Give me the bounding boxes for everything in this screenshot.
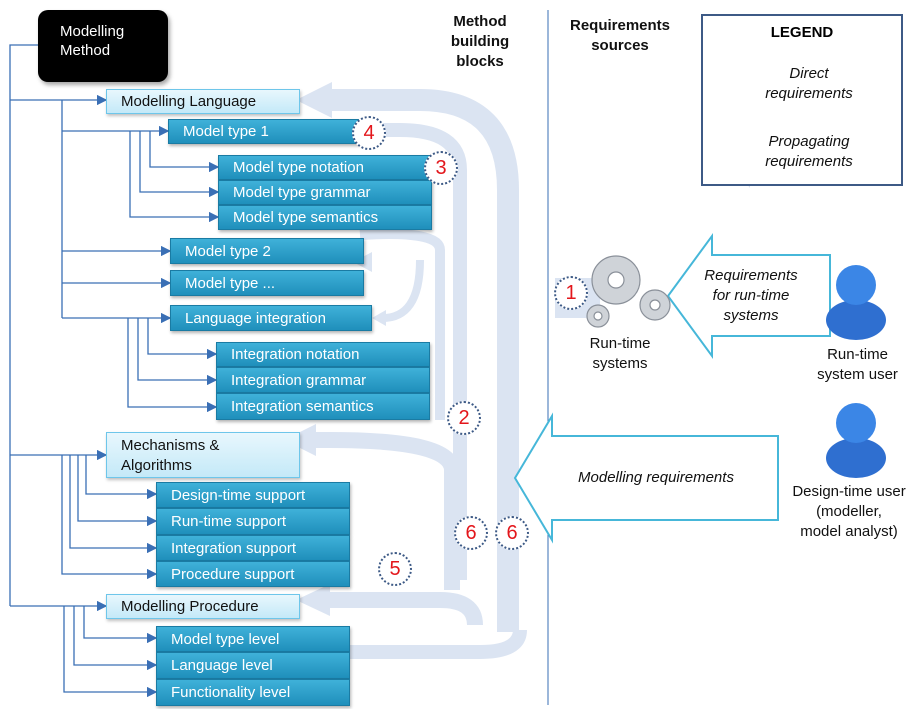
requirements-sources-header: Requirements sources (569, 17, 671, 54)
marker-6b: 6 (495, 516, 529, 550)
model-type-notation-block: Model type notation (218, 155, 432, 180)
runtime-user-label: Run-time system user (817, 346, 898, 383)
propagating-arrow-integration (379, 259, 424, 323)
marker-2: 2 (447, 401, 481, 435)
runtime-requirements-arrow (666, 232, 831, 360)
functionality-level-block: Functionality level (156, 679, 350, 706)
integration-semantics-block: Integration semantics (216, 393, 430, 420)
language-integration-block: Language integration (170, 305, 372, 331)
modelling-method-box: Modelling Method (38, 10, 168, 82)
procedure-support-block: Procedure support (156, 561, 350, 587)
propagating-arrow-lower (300, 432, 460, 590)
marker-4: 4 (352, 116, 386, 150)
model-type-2-block: Model type 2 (170, 238, 364, 264)
propagating-arrow-models (359, 229, 445, 420)
model-type-more-block: Model type ... (170, 270, 364, 296)
propagating-arrow-inner (320, 592, 483, 626)
marker-3: 3 (424, 151, 458, 185)
run-time-support-block: Run-time support (156, 508, 350, 535)
modelling-procedure-block: Modelling Procedure (106, 594, 300, 619)
legend-propagating-label: Propagating requirements (765, 133, 853, 170)
legend-title: LEGEND (770, 24, 834, 41)
model-type-grammar-block: Model type grammar (218, 180, 432, 205)
runtime-user-icon (826, 265, 886, 340)
integration-grammar-block: Integration grammar (216, 367, 430, 393)
runtime-systems-label: Run-time systems (589, 335, 651, 372)
language-level-block: Language level (156, 652, 350, 679)
mechanisms-algorithms-block: Mechanisms & Algorithms (106, 432, 300, 478)
integration-support-block: Integration support (156, 535, 350, 561)
method-building-blocks-header: Method building blocks (450, 13, 510, 70)
runtime-requirements-label: Requirements for run-time systems (704, 267, 798, 324)
designtime-user-icon (826, 403, 886, 478)
gear-icon (586, 255, 671, 328)
marker-6a: 6 (454, 516, 488, 550)
model-type-semantics-block: Model type semantics (218, 205, 432, 230)
integration-notation-block: Integration notation (216, 342, 430, 367)
design-time-support-block: Design-time support (156, 482, 350, 508)
marker-5: 5 (378, 552, 412, 586)
designtime-user-label: Design-time user (modeller, model analys… (792, 483, 906, 540)
model-type-level-block: Model type level (156, 626, 350, 652)
legend-direct-label: Direct requirements (765, 65, 853, 102)
propagating-arrow-bottom (320, 629, 527, 659)
model-type-1-block: Model type 1 (168, 119, 360, 144)
modelling-requirements-label: Modelling requirements (578, 469, 734, 486)
modelling-requirements-arrow (513, 412, 779, 544)
propagating-arrows (300, 89, 527, 659)
marker-1: 1 (554, 276, 588, 310)
propagating-arrow-mid (370, 123, 467, 580)
tree-connectors (9, 44, 220, 698)
modelling-language-block: Modelling Language (106, 89, 300, 114)
legend: LEGEND (701, 14, 903, 186)
propagating-arrow-outer (320, 89, 519, 632)
